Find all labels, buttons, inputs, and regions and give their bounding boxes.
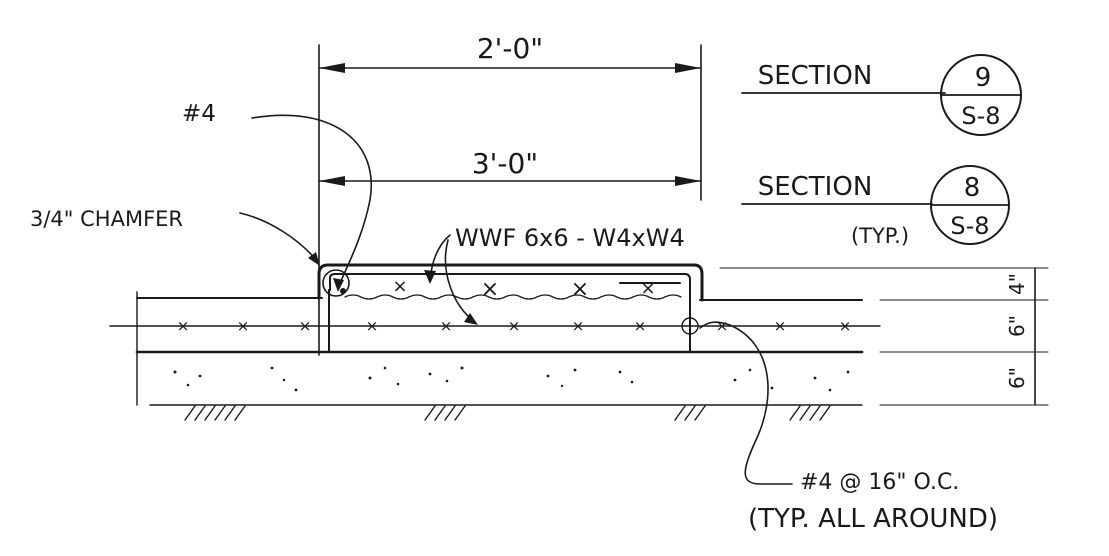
section-ref-number: 9 (975, 63, 992, 93)
callout-bar-top: #4 (182, 101, 216, 127)
svg-text:×: × (299, 317, 312, 335)
svg-text:×: × (440, 317, 453, 335)
vertical-dimensions: 4" 6" 6" (719, 267, 1049, 406)
svg-text:×: × (634, 317, 647, 335)
leader-bar-top (251, 114, 373, 289)
slab-section: × × × × × × × × × × × × × × × (109, 263, 881, 421)
section-ref-label: SECTION (758, 172, 873, 202)
svg-text:×: × (571, 277, 589, 302)
vertical-dim-3: 6" (1005, 367, 1029, 389)
arrowhead-right (675, 63, 701, 73)
section-ref-number: 8 (964, 173, 981, 203)
svg-text:×: × (177, 317, 190, 335)
callout-chamfer: 3/4" CHAMFER (30, 207, 183, 231)
arrowhead (464, 313, 478, 325)
arrowhead (424, 270, 436, 284)
section-ref-9: SECTION 9 S-8 (741, 54, 1022, 136)
arrowhead-right (675, 176, 701, 186)
svg-text:×: × (572, 317, 585, 335)
dimension-top-label: 2'-0" (477, 32, 543, 65)
arrowhead-left (319, 176, 345, 186)
svg-text:×: × (481, 277, 499, 302)
vertical-dim-2: 6" (1005, 315, 1029, 337)
vertical-dim-1: 4" (1005, 273, 1029, 295)
svg-text:×: × (716, 317, 729, 335)
svg-text:×: × (366, 317, 379, 335)
gravel-stipple (173, 366, 850, 392)
section-ref-sheet: S-8 (950, 212, 989, 240)
section-ref-sheet: S-8 (961, 102, 1000, 130)
dimension-middle: 3'-0" (318, 147, 702, 186)
svg-text:×: × (237, 317, 250, 335)
dimension-middle-label: 3'-0" (472, 147, 538, 180)
section-ref-8: SECTION 8 S-8 (TYP.) (741, 165, 1010, 248)
leader-chamfer (239, 212, 319, 263)
section-ref-label: SECTION (758, 61, 873, 91)
callout-mesh: WWF 6x6 - W4xW4 (455, 224, 685, 252)
svg-text:×: × (839, 317, 852, 335)
svg-text:×: × (640, 278, 655, 299)
svg-text:×: × (774, 317, 787, 335)
section-ref-note: (TYP.) (851, 224, 909, 248)
arrowhead (308, 252, 320, 266)
callout-bar-spacing-note: (TYP. ALL AROUND) (748, 504, 998, 534)
earth-symbols (184, 405, 831, 421)
callout-bar-spacing: #4 @ 16" O.C. (800, 470, 959, 495)
leader-bar-spacing (699, 321, 793, 485)
svg-text:×: × (508, 317, 521, 335)
dimension-top: 2'-0" (318, 32, 702, 356)
arrowhead (333, 278, 344, 292)
svg-text:×: × (392, 276, 407, 297)
arrowhead-left (319, 63, 345, 73)
leader-mesh-2 (444, 239, 476, 323)
